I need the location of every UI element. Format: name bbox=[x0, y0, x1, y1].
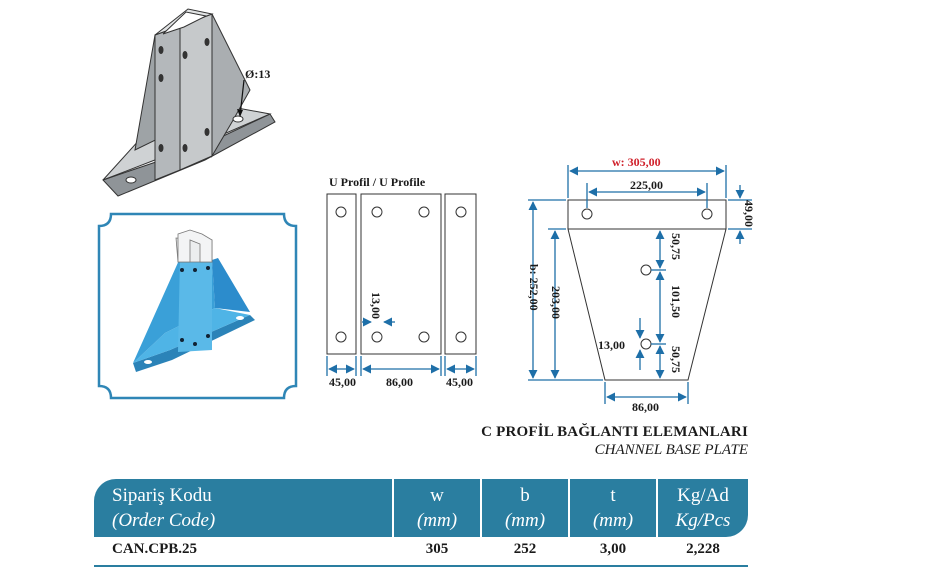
header-order-code: Sipariş Kodu (Order Code) bbox=[94, 479, 392, 537]
header-kg-label: Kg/Ad bbox=[677, 485, 729, 506]
header-b: b (mm) bbox=[482, 479, 568, 537]
front-view-dimension-lines bbox=[326, 317, 477, 376]
header-order-code-en: (Order Code) bbox=[112, 510, 216, 531]
cell-b: 252 bbox=[513, 541, 537, 557]
front-view-title: U Profil / U Profile bbox=[329, 175, 426, 189]
technical-drawings: Ø:13 U Profil / U Profile 45,00 86,00 45… bbox=[97, 8, 756, 414]
header-w-label: w bbox=[430, 485, 444, 506]
cell-t: 3,00 bbox=[599, 541, 627, 557]
product-title-en: CHANNEL BASE PLATE bbox=[594, 442, 748, 458]
side-dim-gap-mid: 101,50 bbox=[669, 285, 683, 318]
side-view-dimension-lines bbox=[528, 165, 752, 404]
side-dim-plate-height: 49,00 bbox=[742, 200, 756, 227]
cell-order-code: CAN.CPB.25 bbox=[112, 541, 197, 557]
side-dim-gap-bottom: 50,75 bbox=[669, 346, 683, 373]
front-dim-hole: 13,00 bbox=[369, 292, 383, 319]
cell-w: 305 bbox=[425, 541, 449, 557]
side-dim-bottom: 86,00 bbox=[632, 400, 659, 414]
header-t-label: t bbox=[610, 485, 616, 506]
front-dim-middle: 86,00 bbox=[386, 375, 413, 389]
header-kg-unit: Kg/Pcs bbox=[675, 510, 731, 531]
header-b-unit: (mm) bbox=[504, 510, 546, 531]
side-view-drawing bbox=[567, 199, 727, 381]
side-dim-hole-span: 225,00 bbox=[630, 178, 663, 192]
side-dim-w: w: 305,00 bbox=[612, 155, 661, 169]
header-b-label: b bbox=[520, 485, 530, 506]
header-divider bbox=[568, 479, 570, 537]
side-dim-gap-top: 50,75 bbox=[669, 233, 683, 260]
side-dim-body-height: 203,00 bbox=[549, 286, 563, 319]
header-divider bbox=[480, 479, 482, 537]
header-divider bbox=[392, 479, 394, 537]
header-w: w (mm) bbox=[394, 479, 480, 537]
table-bottom-rule bbox=[94, 565, 748, 567]
header-t-unit: (mm) bbox=[592, 510, 634, 531]
hole-diameter-label: Ø:13 bbox=[245, 67, 270, 81]
table-row: CAN.CPB.25 305 252 3,00 2,228 bbox=[94, 537, 748, 563]
header-w-unit: (mm) bbox=[416, 510, 458, 531]
header-divider bbox=[656, 479, 658, 537]
table-header: Sipariş Kodu (Order Code) w (mm) b (mm) … bbox=[94, 479, 748, 537]
side-dim-hole: 13,00 bbox=[598, 338, 625, 352]
product-title-tr: C PROFİL BAĞLANTI ELEMANLARI bbox=[481, 424, 748, 440]
front-dim-left: 45,00 bbox=[329, 375, 356, 389]
blue-render-image bbox=[133, 229, 255, 372]
cell-kg: 2,228 bbox=[686, 541, 720, 557]
side-dim-b: b: 252,00 bbox=[527, 264, 541, 311]
isometric-steel-drawing bbox=[102, 8, 276, 197]
front-dim-right: 45,00 bbox=[446, 375, 473, 389]
front-view-drawing bbox=[326, 193, 477, 355]
header-kg: Kg/Ad Kg/Pcs bbox=[658, 479, 748, 537]
header-order-code-tr: Sipariş Kodu bbox=[112, 485, 212, 506]
header-t: t (mm) bbox=[570, 479, 656, 537]
